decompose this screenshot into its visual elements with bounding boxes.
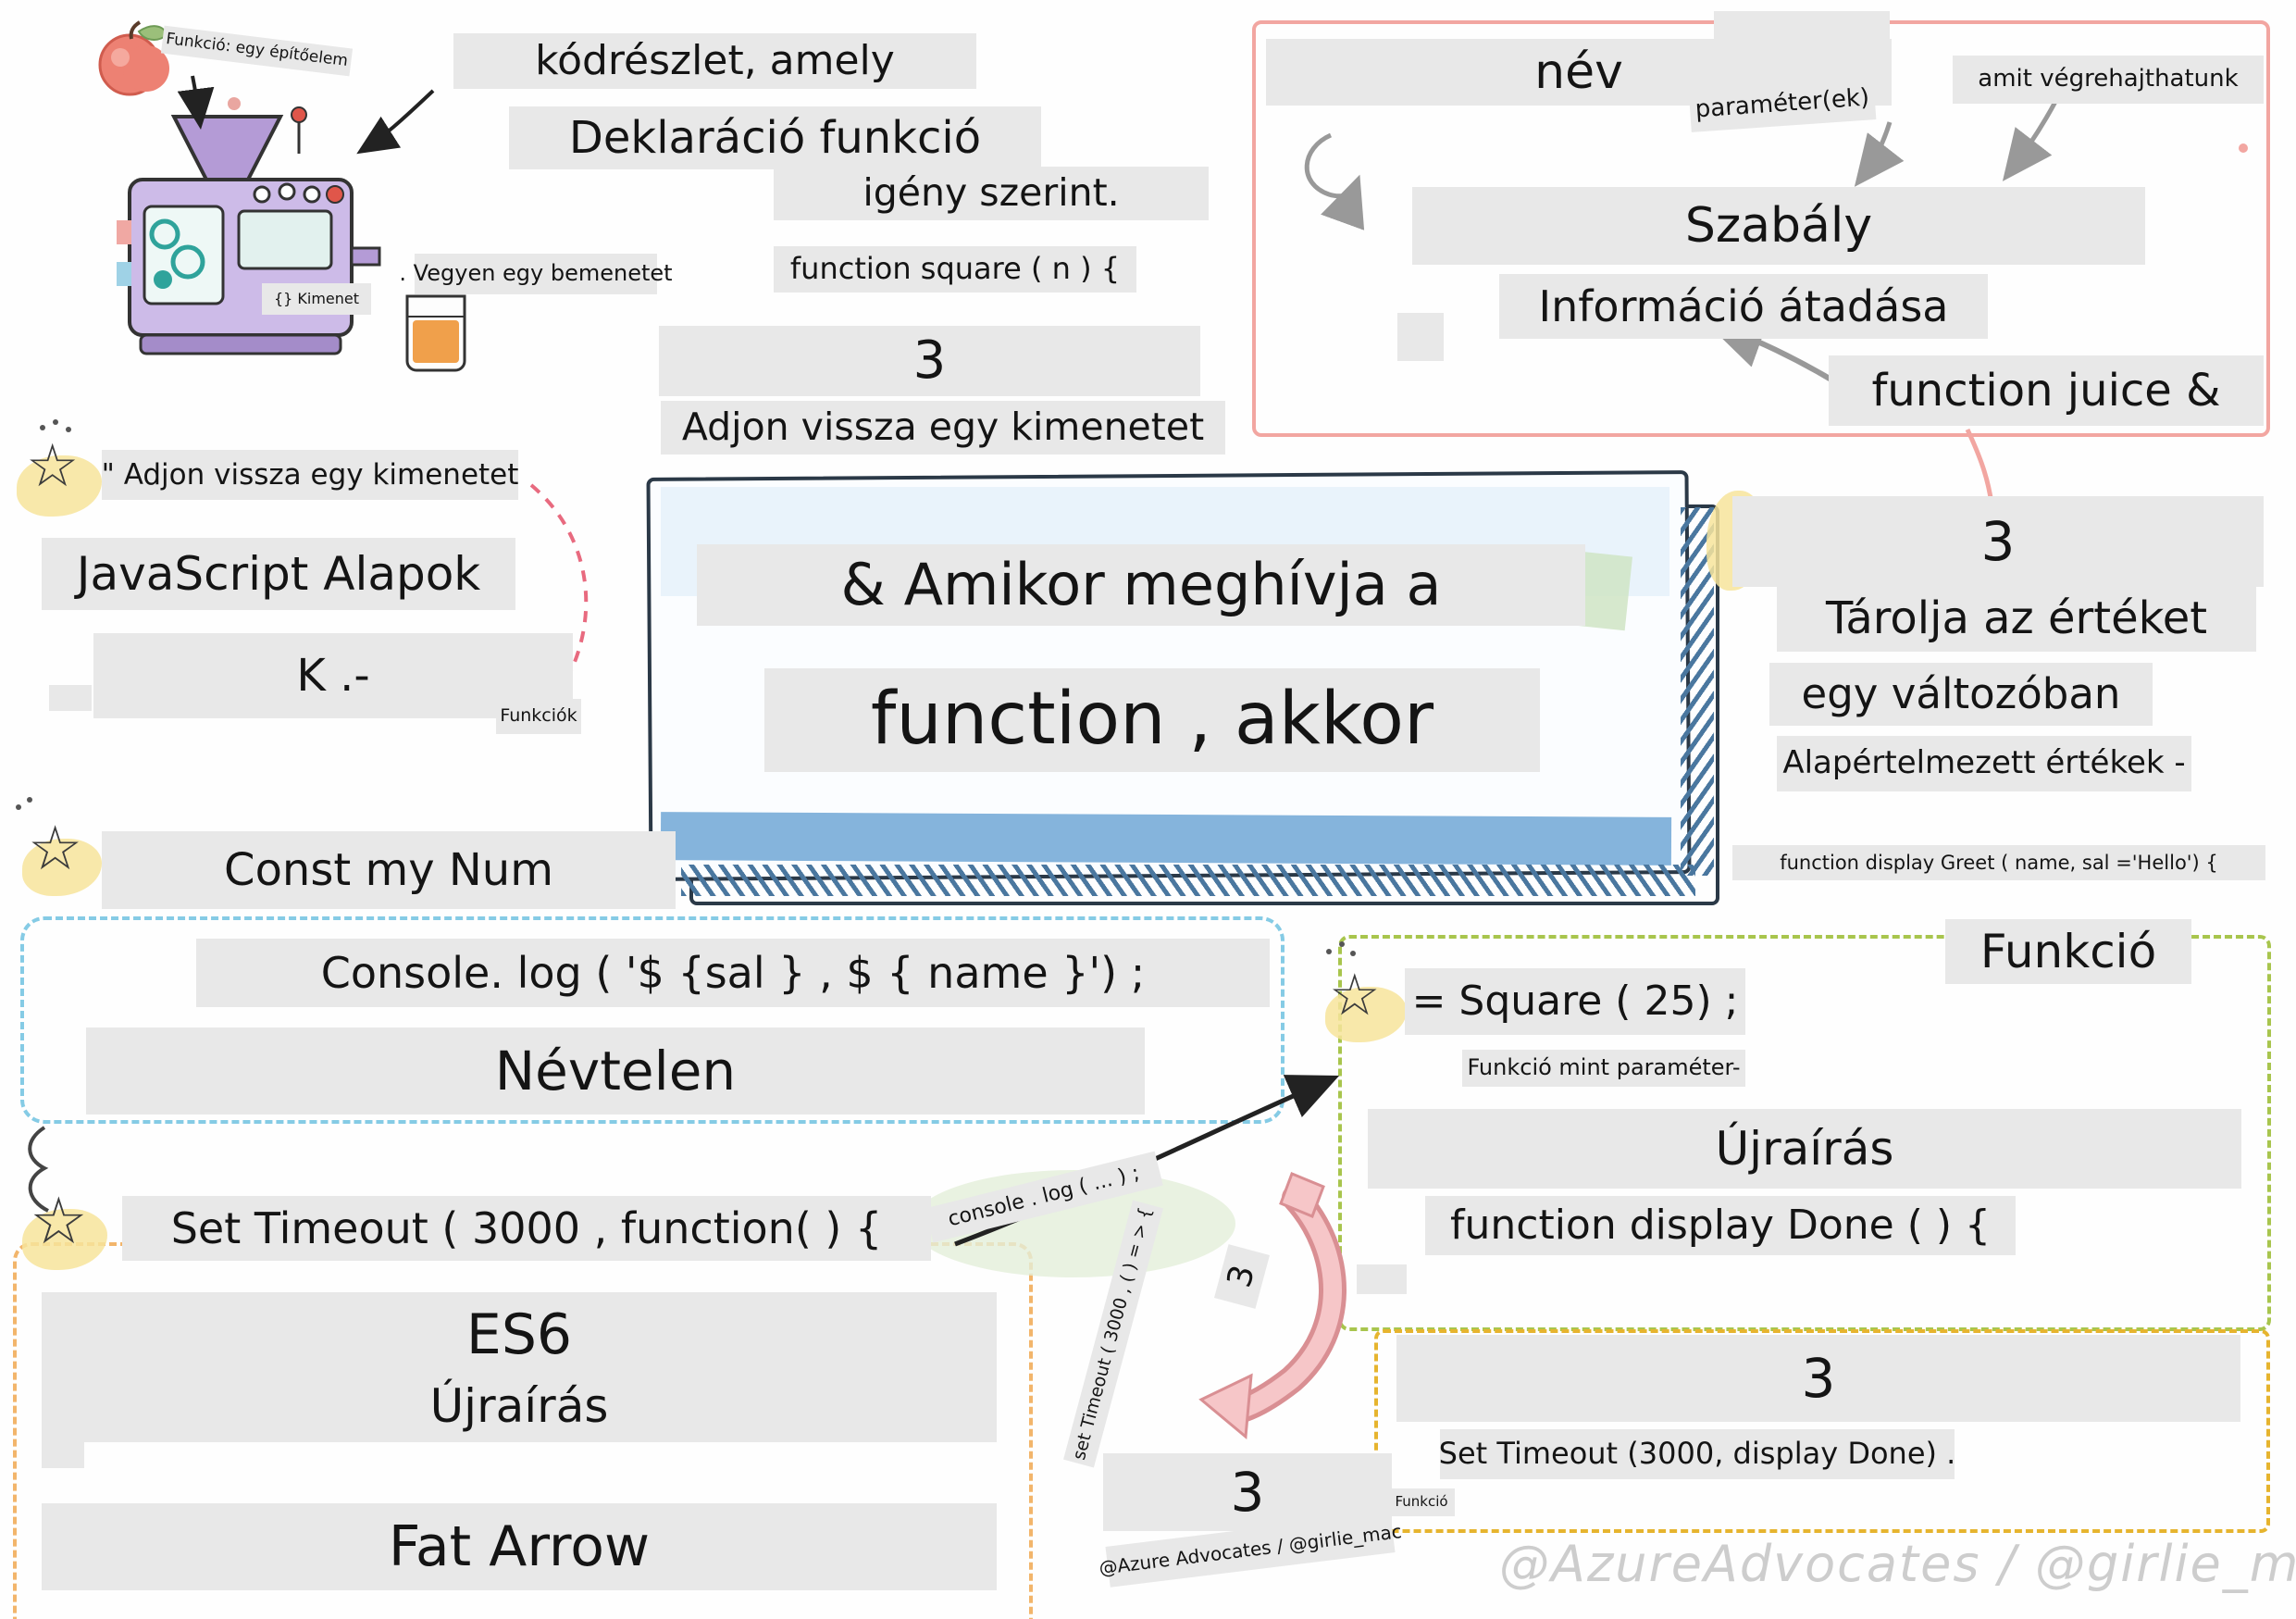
center-box-bottom-hatch (681, 865, 1695, 896)
as-needed-label: igény szerint. (774, 167, 1209, 220)
in-variable-label: egy változóban (1769, 663, 2153, 726)
anonymous-title: Névtelen (86, 1027, 1145, 1115)
unreadable-label-bar (1397, 313, 1444, 361)
star-icon: ☆ (28, 813, 83, 884)
store-value-label: Tárolja az értéket (1777, 585, 2256, 652)
quote-returns-label: " Adjon vissza egy kimenetet (102, 450, 518, 500)
console-log-code: Console. log ( '$ {sal } , $ { name }') … (196, 939, 1270, 1007)
pink-connector (1965, 428, 1994, 504)
defaults-label: Alapértelmezett értékek - (1777, 736, 2191, 791)
functions-small-label: Funkciók (496, 699, 581, 734)
unreadable-label-bar (42, 1442, 84, 1468)
star-icon: ☆ (30, 1183, 88, 1259)
snippet-label: kódrészlet, amely (453, 33, 976, 89)
machine-caption: Funkció: egy építőelem (160, 25, 354, 77)
display-greet-code: function display Greet ( name, sal ='Hel… (1732, 845, 2265, 880)
es6-label: ES6 (42, 1292, 997, 1377)
returns-output-label: Adjon vissza egy kimenetet (661, 401, 1225, 455)
fat-arrow-label: Fat Arrow (42, 1503, 997, 1590)
function-juice-code: function juice & (1829, 355, 2264, 426)
center-line2: function , akkor (764, 668, 1540, 772)
rewrite-orange-label: Újraírás (42, 1370, 997, 1442)
pass-info-label: Információ átadása (1499, 274, 1988, 339)
center-line1: & Amikor meghívja a (697, 544, 1585, 626)
page-title: JavaScript Alapok (42, 538, 515, 610)
star-icon: ☆ (1329, 961, 1381, 1028)
rule-label: Szabály (1412, 187, 2145, 265)
machine-screen-label: {} Kimenet (262, 283, 371, 315)
watermark-signature: @AzureAdvocates / @girlie_mac (1499, 1535, 2296, 1593)
funkcio-small-label: Funkció (1388, 1488, 1455, 1516)
unreadable-label-bar (1357, 1264, 1407, 1294)
unreadable-label-bar (49, 685, 92, 711)
k-label: K .- (93, 633, 573, 718)
function-as-param-label: Funkció mint paraméter- (1462, 1050, 1745, 1087)
three-top: 3 (659, 326, 1200, 396)
display-done-code: function display Done ( ) { (1425, 1196, 2016, 1255)
declaration-label: Deklaráció funkció (509, 106, 1041, 169)
pink-swoosh-arrowhead (1198, 1373, 1253, 1439)
square-call-code: = Square ( 25) ; (1405, 968, 1745, 1035)
juice-glass-icon (405, 294, 466, 372)
funkcio-right-label: Funkció (1945, 919, 2191, 984)
three-store: 3 (1732, 496, 2264, 587)
function-machine-icon (117, 106, 381, 355)
three-done: 3 (1396, 1335, 2240, 1422)
const-mynum-label: Const my Num (102, 831, 676, 909)
settimeout-done-code: Set Timeout (3000, display Done) . (1439, 1429, 1955, 1479)
star-icon: ☆ (26, 432, 80, 501)
apple-icon (98, 20, 169, 96)
function-square-code: function square ( n ) { (774, 246, 1136, 293)
pink-swoosh-tail (1279, 1172, 1325, 1218)
done-box-outline (1374, 1329, 2270, 1533)
settimeout-function-code: Set Timeout ( 3000 , function( ) { (122, 1196, 931, 1261)
three-on-arrow: 3 (1214, 1244, 1270, 1309)
machine-input-label: . Vegyen egy bemenetet (399, 254, 673, 294)
center-box-bottom-strip (660, 812, 1672, 866)
anonymous-box-outline (20, 916, 1285, 1124)
rewrite-green-label: Újraírás (1368, 1109, 2241, 1189)
settimeout-rotated-code: set Timeout ( 3000 , ( ) = > { (1063, 1200, 1163, 1468)
exec-label: amit végrehajthatunk (1953, 56, 2264, 104)
